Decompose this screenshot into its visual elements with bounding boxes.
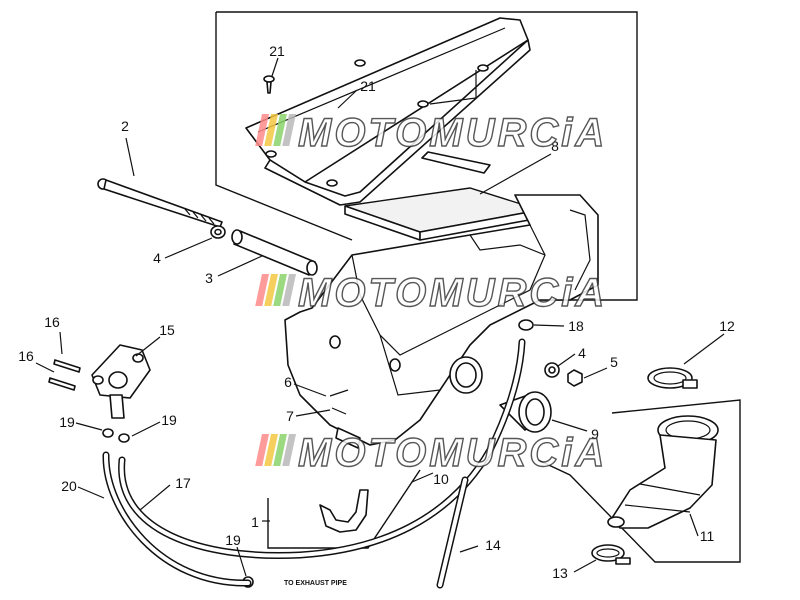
callout-18: 18 <box>568 318 584 334</box>
callouts: 21 21 2 8 4 3 16 15 16 18 12 4 5 6 7 19 … <box>18 43 735 581</box>
callout-9: 9 <box>591 426 599 442</box>
callout-8: 8 <box>551 138 559 154</box>
callout-7: 7 <box>286 408 294 424</box>
spacer-tube <box>231 229 318 276</box>
callout-6: 6 <box>284 374 292 390</box>
callout-19c: 19 <box>225 532 241 548</box>
callout-10: 10 <box>433 471 449 487</box>
callout-16a: 16 <box>44 314 60 330</box>
clip-19a <box>102 428 114 438</box>
housing-frame <box>267 469 421 549</box>
svg-text:MOTOMURCiA: MOTOMURCiA <box>298 431 607 475</box>
svg-text:MOTOMURCiA: MOTOMURCiA <box>298 271 607 315</box>
watermark-2: MOTOMURCiA <box>255 270 607 316</box>
duct-frame <box>537 399 741 563</box>
long-bolt <box>97 178 223 228</box>
clamp-band-lug <box>682 379 698 389</box>
pin-6 <box>329 389 349 397</box>
hose-clamp-inner <box>596 548 620 558</box>
callout-4a: 4 <box>153 250 161 266</box>
screw-16a <box>53 359 81 373</box>
watermark-logo: MOTOMURCiA MOTOMURCiA MOTOMURCiA <box>255 110 607 476</box>
intake-duct <box>607 415 719 529</box>
callout-17: 17 <box>175 475 191 491</box>
screw-16b <box>48 377 76 391</box>
callout-2: 2 <box>121 118 129 134</box>
lid-screw <box>263 75 275 94</box>
hoses <box>102 338 526 589</box>
bracket-clip <box>319 489 369 533</box>
breather-valve <box>91 344 151 419</box>
callout-15: 15 <box>159 322 175 338</box>
callout-13: 13 <box>552 565 568 581</box>
upper-frame <box>215 11 638 301</box>
airbox-housing <box>284 194 599 449</box>
watermark-1: MOTOMURCiA <box>255 110 607 156</box>
hose-note: TO EXHAUST PIPE <box>284 580 347 587</box>
callout-14: 14 <box>485 537 501 553</box>
callout-11: 11 <box>700 528 715 544</box>
hose-clamp <box>591 544 625 562</box>
watermark-3: MOTOMURCiA <box>255 430 607 476</box>
washer-4b-hole <box>548 366 556 374</box>
callout-3: 3 <box>205 270 213 286</box>
nut-5 <box>567 369 583 387</box>
clip-18 <box>518 319 534 331</box>
callout-12: 12 <box>719 318 735 334</box>
callout-21b: 21 <box>360 78 376 94</box>
pin-7 <box>331 407 347 415</box>
svg-text:MOTOMURCiA: MOTOMURCiA <box>298 111 607 155</box>
callout-19b: 19 <box>161 412 177 428</box>
seal-strip <box>421 151 491 174</box>
callout-16b: 16 <box>18 348 34 364</box>
clamp-band-inner <box>653 371 687 385</box>
callout-4b: 4 <box>578 345 586 361</box>
callout-21a: 21 <box>269 43 285 59</box>
callout-leaders <box>35 57 725 577</box>
callout-20: 20 <box>61 478 77 494</box>
clamp-band <box>647 367 693 389</box>
washer-hole <box>214 228 222 236</box>
clip-19b <box>118 433 130 443</box>
callout-1: 1 <box>251 514 259 530</box>
hose-clamp-screw <box>615 557 631 565</box>
callout-5: 5 <box>610 354 618 370</box>
callout-19a: 19 <box>59 414 75 430</box>
airbox-lid <box>245 17 531 206</box>
